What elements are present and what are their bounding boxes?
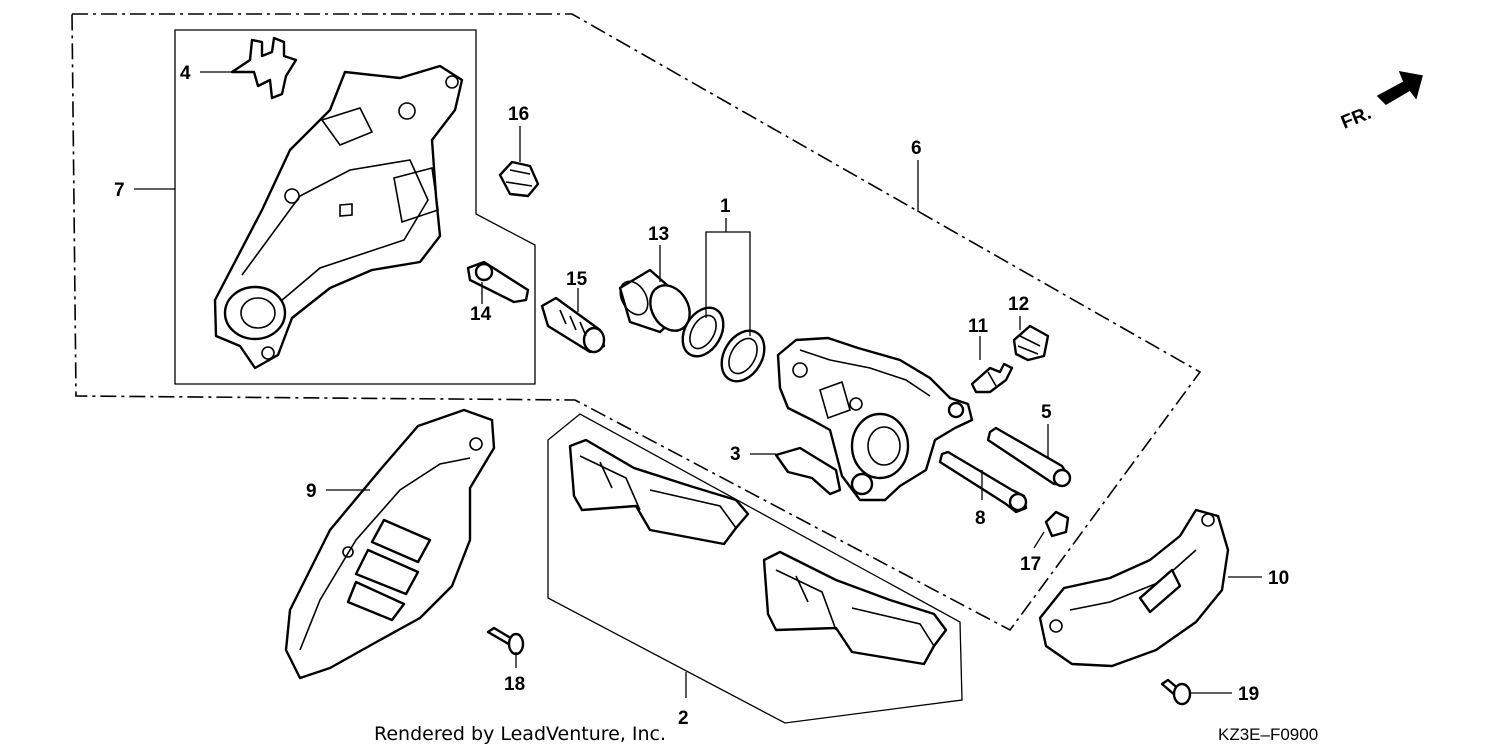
- callout-18: 18: [504, 674, 525, 695]
- callout-3: 3: [730, 444, 741, 465]
- pad-spring-clip-part[interactable]: [774, 446, 842, 496]
- callout-14: 14: [470, 304, 492, 325]
- brake-pad-a-part[interactable]: [568, 438, 750, 546]
- callout-numbers: 1 2 3 4 5 6 7 8 9 10 11 12 13 14 15 16 1…: [114, 63, 1289, 729]
- callout-13: 13: [648, 224, 669, 245]
- arrow-right-icon: [1376, 71, 1423, 105]
- callout-1: 1: [720, 196, 731, 217]
- pad-set-2-boundary: [547, 413, 963, 724]
- pad-spring-part[interactable]: [230, 36, 298, 100]
- callout-8: 8: [975, 508, 986, 529]
- pad-pin-short-part[interactable]: [938, 450, 1028, 514]
- callout-4: 4: [180, 63, 191, 84]
- bleed-valve-part[interactable]: [970, 362, 1014, 394]
- callout-19: 19: [1238, 684, 1259, 705]
- callout-17: 17: [1020, 554, 1041, 575]
- caliper-bracket-part[interactable]: [213, 64, 464, 370]
- assembly-6-boundary: [71, 13, 1202, 632]
- callout-12: 12: [1008, 294, 1029, 315]
- pad-pin-long-part[interactable]: [986, 426, 1072, 488]
- render-credit: Rendered by LeadVenture, Inc.: [374, 723, 666, 745]
- callout-15: 15: [566, 269, 588, 290]
- caliper-pin-part[interactable]: [540, 296, 606, 354]
- callout-6: 6: [911, 138, 922, 159]
- caliper-protector-part[interactable]: [1038, 508, 1230, 668]
- bleeder-cap-part[interactable]: [498, 160, 540, 198]
- direction-label: FR.: [1338, 103, 1374, 134]
- brake-pad-b-part[interactable]: [762, 550, 948, 666]
- caliper-body-part[interactable]: [776, 336, 974, 502]
- piston-part[interactable]: [615, 268, 698, 338]
- piston-seal-set-part[interactable]: [674, 300, 773, 388]
- pin-bolt-part[interactable]: [466, 260, 530, 304]
- bleed-cap-part[interactable]: [1012, 324, 1050, 362]
- callout-11: 11: [968, 316, 989, 337]
- screw-part[interactable]: [486, 626, 525, 656]
- callout-2: 2: [678, 708, 689, 729]
- callout-9: 9: [306, 481, 317, 502]
- leader-lines: [134, 71, 1262, 698]
- callout-10: 10: [1268, 568, 1289, 589]
- bracket-7-boundary: [174, 29, 536, 385]
- pin-plug-part[interactable]: [1044, 510, 1070, 538]
- disc-guard-part[interactable]: [284, 408, 496, 680]
- front-direction-arrow: FR.: [1338, 71, 1423, 134]
- diagram-code: KZ3E–F0900: [1218, 725, 1318, 744]
- bolt-part[interactable]: [1160, 678, 1192, 706]
- callout-16: 16: [508, 104, 529, 125]
- callout-7: 7: [114, 180, 125, 201]
- callout-5: 5: [1041, 402, 1052, 423]
